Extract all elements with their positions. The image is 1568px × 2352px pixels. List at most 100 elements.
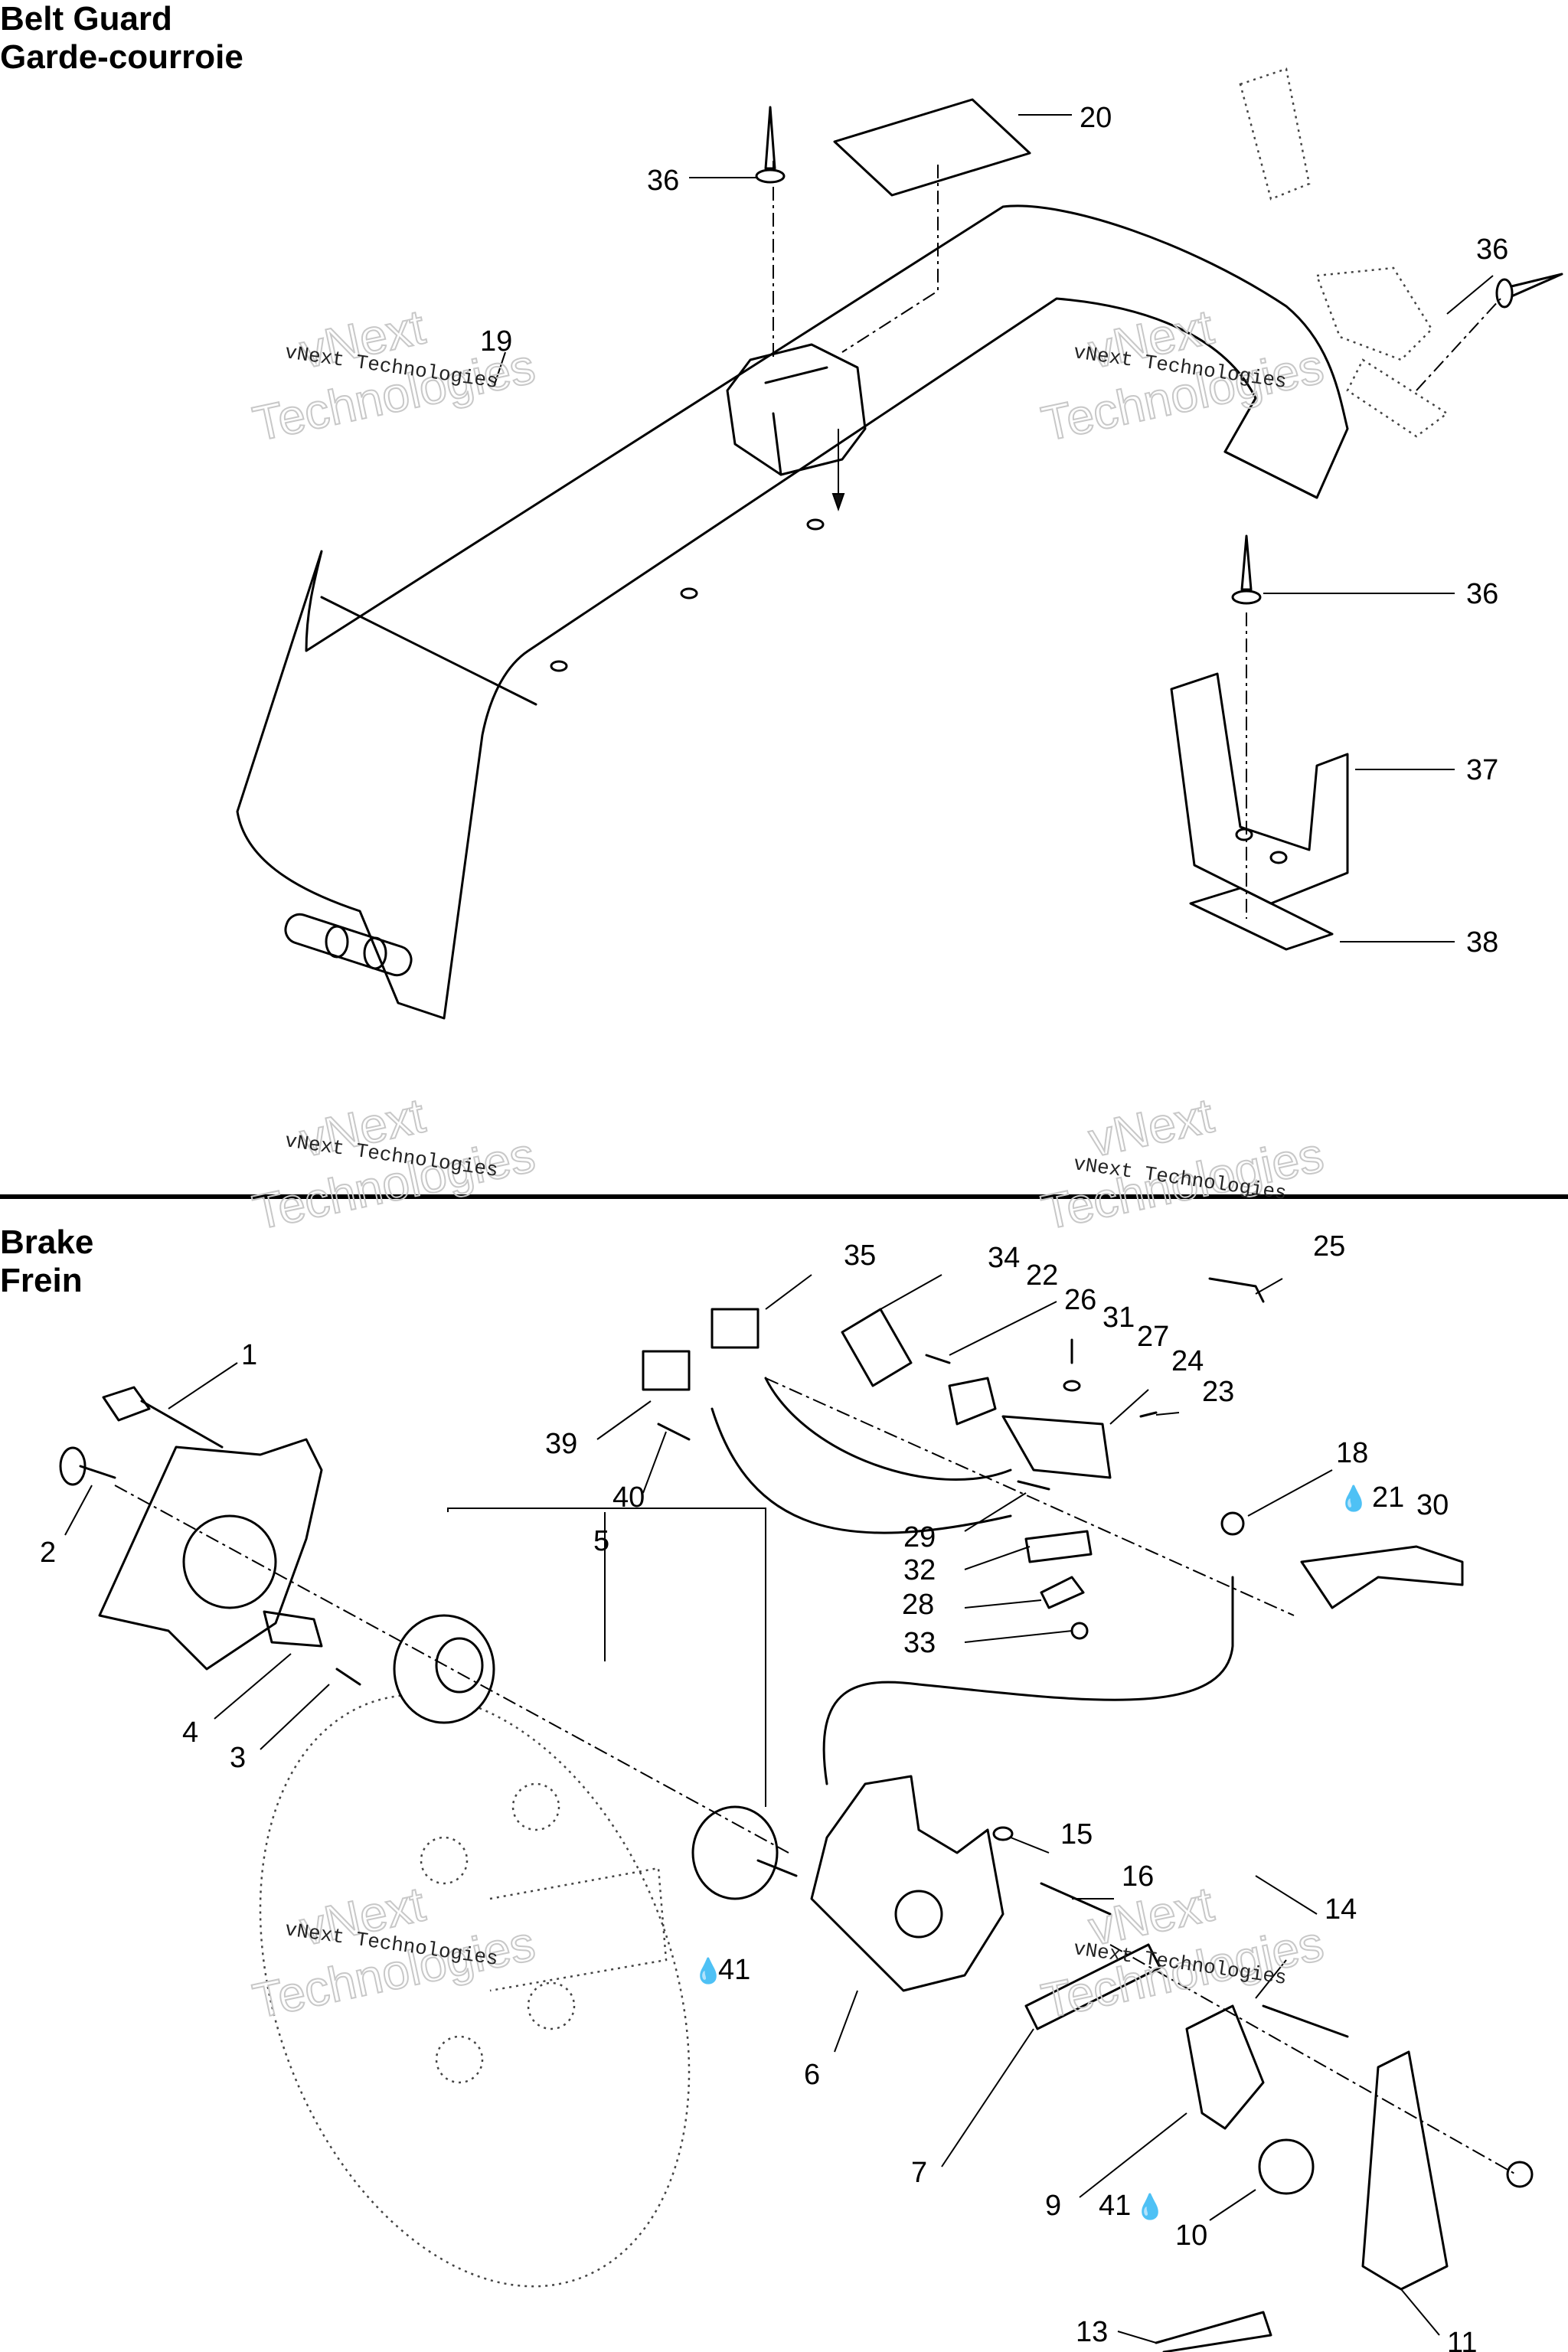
bolt-1-head <box>102 1386 151 1422</box>
belt-guard-title-en: Belt Guard <box>0 0 172 38</box>
callout-32: 32 <box>903 1554 936 1586</box>
guard-hole <box>550 660 568 672</box>
bracket-5 <box>447 1508 766 1807</box>
callout-40: 40 <box>612 1481 645 1514</box>
callout-7: 7 <box>911 2157 927 2189</box>
screw-22 <box>925 1354 951 1364</box>
plate-part-26 <box>948 1377 997 1426</box>
callout-6: 6 <box>804 2059 820 2091</box>
callout-36-right: 36 <box>1476 234 1508 266</box>
callout-34: 34 <box>988 1242 1020 1274</box>
brake-leaders <box>64 1274 1440 2344</box>
decal-axis-line <box>841 165 939 353</box>
callout-41-upper: 41 <box>718 1954 750 1986</box>
rivet-36-top <box>764 106 776 170</box>
connector-39 <box>642 1350 691 1391</box>
lever-part-7 <box>1024 1943 1161 2030</box>
callout-19: 19 <box>480 325 512 358</box>
callout-41-lower: 41 <box>1099 2190 1131 2222</box>
ring-part-15 <box>992 1826 1014 1841</box>
housing-part-34 <box>841 1308 913 1387</box>
handle-part-24 <box>1001 1415 1112 1479</box>
callout-20: 20 <box>1080 102 1112 134</box>
callout-4: 4 <box>182 1717 198 1749</box>
callout-28: 28 <box>902 1589 934 1621</box>
caliper-part-6 <box>810 1775 1004 1992</box>
caliper-bore <box>894 1890 943 1939</box>
oil-drop-icon: 💧 <box>1338 1484 1369 1513</box>
oil-drop-icon: 💧 <box>693 1956 724 1985</box>
disc-hole <box>420 1836 469 1885</box>
wire-2 <box>710 1407 1012 1534</box>
bracket-part-37 <box>1170 672 1349 905</box>
callout-11: 11 <box>1447 2327 1477 2352</box>
callout-15: 15 <box>1060 1818 1093 1851</box>
nut <box>1506 2161 1534 2188</box>
callout-14: 14 <box>1325 1893 1357 1926</box>
bearing-part-5-right <box>691 1805 779 1900</box>
disc-shaft-dotted <box>489 1867 668 1992</box>
callout-38: 38 <box>1466 926 1498 959</box>
brake-drawing <box>59 1277 1534 2352</box>
oil-drop-icon: 💧 <box>1135 2192 1165 2221</box>
disc-hole <box>527 1981 576 2030</box>
callout-25: 25 <box>1313 1230 1345 1263</box>
belt-guard-drawing <box>236 67 1563 1020</box>
callout-3: 3 <box>230 1742 246 1774</box>
bearing-part-5-left <box>393 1614 495 1724</box>
brake-axis-main <box>114 1485 789 1854</box>
brake-axis-upper <box>765 1377 1295 1616</box>
watermark-bottom-right: vNext Technologies <box>1036 1875 1328 2029</box>
washer-27 <box>1063 1380 1081 1392</box>
part-32 <box>1024 1530 1093 1563</box>
guard-edge-line <box>320 596 537 706</box>
screw-23 <box>1139 1411 1158 1418</box>
callout-18: 18 <box>1336 1437 1368 1469</box>
guard-hinge-pin <box>284 913 413 977</box>
spark-plug-dotted <box>1239 67 1311 201</box>
section-divider <box>0 1194 1568 1199</box>
disc-hole <box>511 1782 560 1831</box>
part-28 <box>1040 1576 1085 1609</box>
callout-10: 10 <box>1175 2220 1207 2252</box>
callout-30: 30 <box>1416 1489 1449 1521</box>
callout-22: 22 <box>1026 1259 1058 1292</box>
callout-36-top: 36 <box>647 165 679 197</box>
wire-1 <box>764 1377 1012 1481</box>
rivet-36-lower <box>1240 534 1253 591</box>
pad-part-11 <box>1361 2050 1449 2291</box>
screw-2-head <box>59 1446 87 1486</box>
callout-36-lower: 36 <box>1466 578 1498 610</box>
right-rivet-axis <box>1416 298 1501 391</box>
cotter-pin-13 <box>1155 2311 1272 2352</box>
callout-33: 33 <box>903 1627 936 1659</box>
rivet-36-top-head <box>755 168 786 184</box>
lever-part-30 <box>1300 1545 1464 1609</box>
guard-hole <box>680 587 698 599</box>
callout-9: 9 <box>1045 2190 1061 2222</box>
brake-title-fr: Frein <box>0 1262 83 1299</box>
callout-37: 37 <box>1466 754 1498 786</box>
screw-part-3 <box>335 1668 361 1686</box>
housing-bore <box>182 1514 277 1609</box>
guard-latch-detail <box>764 366 828 476</box>
callout-2: 2 <box>40 1537 56 1569</box>
part-33 <box>1070 1622 1089 1640</box>
watermark-mid-right: vNext Technologies <box>1036 1086 1328 1240</box>
belt-guard-title: Belt Guard Garde-courroie <box>0 0 243 77</box>
callout-29: 29 <box>903 1521 936 1553</box>
disc-hole <box>435 2035 484 2084</box>
knob-part-10 <box>1258 2138 1315 2195</box>
guard-hole <box>806 518 825 531</box>
bolt-1-shank <box>140 1400 224 1449</box>
callout-21: 21 <box>1372 1481 1404 1514</box>
part-29 <box>1017 1480 1050 1491</box>
belt-guard-leaders <box>493 114 1494 942</box>
callout-5: 5 <box>593 1525 609 1557</box>
brake-housing <box>98 1438 323 1671</box>
belt-guard-part-19 <box>236 204 1349 1020</box>
callout-31: 31 <box>1102 1302 1135 1334</box>
bracket-hole <box>1269 851 1288 864</box>
belt-guard-title-fr: Garde-courroie <box>0 38 243 76</box>
